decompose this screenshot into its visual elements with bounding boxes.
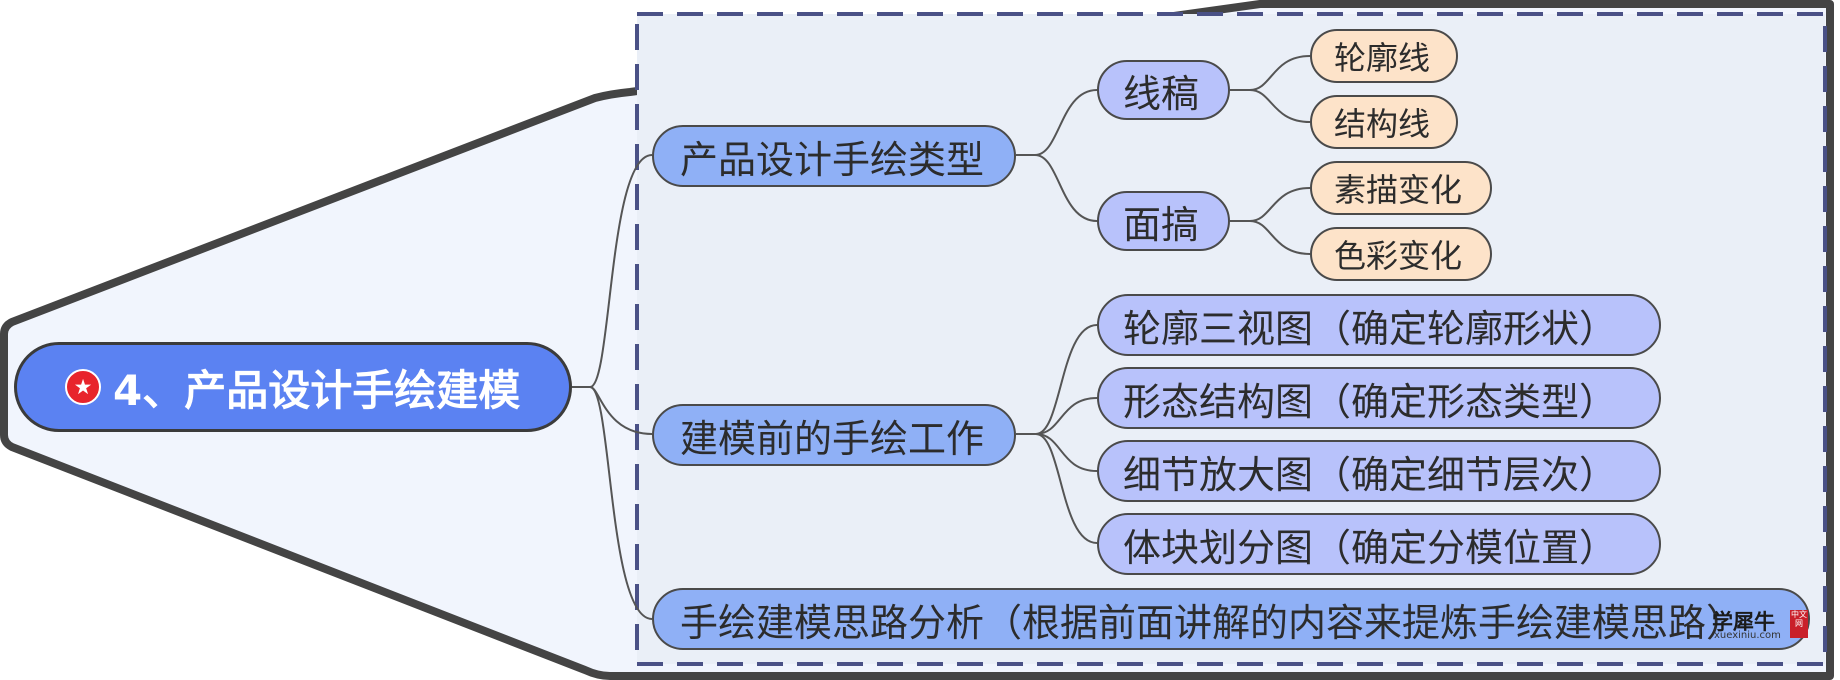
leaf-label: 轮廓线 [1334,39,1431,77]
branch-modeling-approach[interactable]: 手绘建模思路分析（根据前面讲解的内容来提炼手绘建模思路） [652,588,1810,650]
leaf-sketch-variation[interactable]: 素描变化 [1310,161,1492,215]
watermark-logo: 学犀牛 xuexiniu.com 中文网 [1712,606,1822,642]
watermark-brand: 学犀牛 [1712,609,1775,634]
connector-line-structure [1230,89,1311,123]
connector-branch1-surface [1016,154,1098,222]
leaf-outline[interactable]: 轮廓线 [1310,29,1458,83]
connector-lines [572,55,1311,620]
subtopic-block-division[interactable]: 体块划分图（确定分模位置） [1097,513,1661,575]
branch-hand-drawing-types[interactable]: 产品设计手绘类型 [652,125,1016,187]
subtopic-detail-enlarged[interactable]: 细节放大图（确定细节层次） [1097,440,1661,502]
subtopic-line-drawing[interactable]: 线稿 [1097,60,1230,120]
connector-branch2-child4 [1016,433,1098,544]
leaf-label: 结构线 [1334,105,1431,143]
subtopic-label: 轮廓三视图（确定轮廓形状） [1123,306,1618,351]
branch-label: 产品设计手绘类型 [680,137,985,182]
leaf-structure-line[interactable]: 结构线 [1310,95,1458,149]
watermark-site: xuexiniu.com [1714,630,1781,641]
watermark-seal: 中文网 [1790,610,1808,638]
subtopic-label: 线稿 [1123,71,1200,116]
subtopic-surface-drawing[interactable]: 面搞 [1097,191,1230,251]
subtopic-label: 细节放大图（确定细节层次） [1123,452,1618,497]
leaf-color-variation[interactable]: 色彩变化 [1310,227,1492,281]
branch-pre-modeling-sketches[interactable]: 建模前的手绘工作 [652,404,1016,466]
subtopic-form-structure[interactable]: 形态结构图（确定形态类型） [1097,367,1661,429]
leaf-label: 素描变化 [1334,171,1463,209]
subtopic-outline-three-view[interactable]: 轮廓三视图（确定轮廓形状） [1097,294,1661,356]
connector-root-branch1 [572,154,653,388]
branch-label: 建模前的手绘工作 [680,416,985,461]
connector-root-branch3 [572,386,653,620]
root-topic-label: 4、产品设计手绘建模 [113,365,521,415]
leaf-label: 色彩变化 [1334,237,1463,275]
subtopic-label: 面搞 [1123,202,1200,247]
branch-label: 手绘建模思路分析（根据前面讲解的内容来提炼手绘建模思路） [680,600,1745,645]
star-icon: ★ [65,369,101,405]
connector-surface-color [1230,220,1311,255]
subtopic-label: 体块划分图（确定分模位置） [1123,525,1618,570]
subtopic-label: 形态结构图（确定形态类型） [1123,379,1618,424]
root-topic[interactable]: ★ 4、产品设计手绘建模 [14,342,572,432]
